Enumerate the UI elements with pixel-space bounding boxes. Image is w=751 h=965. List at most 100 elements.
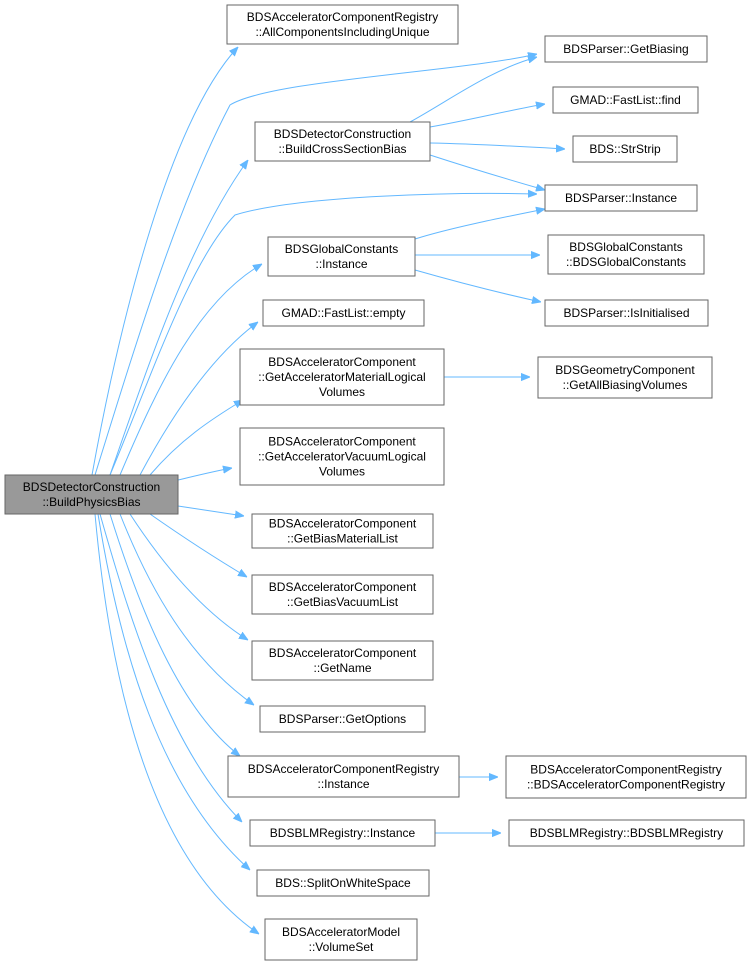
- node-n6[interactable]: BDSParser::Instance: [544, 184, 698, 212]
- node-label: ::BDSGlobalConstants: [566, 255, 686, 269]
- node-label: BDSBLMRegistry::Instance: [270, 826, 416, 840]
- node-root[interactable]: BDSDetectorConstruction::BuildPhysicsBia…: [4, 474, 179, 515]
- node-box: [259, 705, 426, 733]
- node-box: [251, 513, 434, 549]
- node-label: ::AllComponentsIncludingUnique: [255, 25, 429, 39]
- edge-root-to-n16: [129, 513, 248, 640]
- node-box: [256, 869, 430, 897]
- node-n4[interactable]: GMAD::FastList::find: [552, 86, 699, 114]
- edge-n3-to-n4: [429, 104, 545, 128]
- edge-n3-to-n2: [409, 57, 537, 123]
- nodes: BDSDetectorConstruction::BuildPhysicsBia…: [4, 4, 747, 961]
- node-n2[interactable]: BDSParser::GetBiasing: [544, 35, 708, 63]
- node-label: BDSParser::GetBiasing: [563, 42, 688, 56]
- node-label: BDSAcceleratorComponent: [269, 646, 417, 660]
- node-n19[interactable]: BDSAcceleratorComponentRegistry::BDSAcce…: [505, 755, 747, 799]
- node-label: BDSAcceleratorModel: [282, 925, 400, 939]
- node-label: Volumes: [319, 385, 365, 399]
- node-label: ::GetAllBiasingVolumes: [563, 378, 688, 392]
- node-box: [239, 348, 445, 406]
- node-box: [552, 86, 699, 114]
- edge-root-to-n18: [109, 513, 240, 756]
- node-n7[interactable]: BDSGlobalConstants::Instance: [267, 236, 416, 277]
- node-label: ::GetBiasVacuumList: [287, 595, 399, 609]
- node-n22[interactable]: BDS::SplitOnWhiteSpace: [256, 869, 430, 897]
- node-label: ::GetAcceleratorMaterialLogical: [258, 370, 425, 384]
- node-n10[interactable]: GMAD::FastList::empty: [262, 299, 425, 327]
- node-box: [262, 299, 425, 327]
- node-n14[interactable]: BDSAcceleratorComponent::GetBiasMaterial…: [251, 513, 434, 549]
- node-label: BDSParser::IsInitialised: [563, 306, 689, 320]
- node-n5[interactable]: BDS::StrStrip: [572, 135, 678, 163]
- node-label: ::GetName: [313, 661, 371, 675]
- node-label: ::VolumeSet: [309, 940, 374, 954]
- node-box: [251, 574, 434, 615]
- edge-n3-to-n6: [429, 154, 545, 190]
- node-n21[interactable]: BDSBLMRegistry::BDSBLMRegistry: [508, 819, 745, 847]
- edge-root-to-n3: [109, 160, 248, 476]
- node-label: BDSParser::Instance: [565, 191, 677, 205]
- node-box: [267, 236, 416, 277]
- edge-n3-to-n5: [429, 142, 565, 149]
- node-box: [227, 755, 460, 798]
- node-label: ::BuildPhysicsBias: [42, 495, 140, 509]
- node-label: BDSGlobalConstants: [285, 242, 398, 256]
- node-label: BDSBLMRegistry::BDSBLMRegistry: [530, 826, 723, 840]
- node-label: BDSAcceleratorComponent: [269, 580, 417, 594]
- node-n1[interactable]: BDSAcceleratorComponentRegistry::AllComp…: [226, 4, 459, 45]
- edge-root-to-n6: [109, 193, 537, 476]
- edge-root-to-n15: [149, 513, 247, 577]
- node-n18[interactable]: BDSAcceleratorComponentRegistry::Instanc…: [227, 755, 460, 798]
- edge-root-to-n2: [94, 54, 537, 476]
- node-label: ::BuildCrossSectionBias: [278, 142, 406, 156]
- node-label: BDSParser::GetOptions: [279, 712, 406, 726]
- edge-root-to-n13: [177, 468, 232, 481]
- node-box: [544, 35, 708, 63]
- node-n16[interactable]: BDSAcceleratorComponent::GetName: [251, 640, 434, 681]
- edge-root-to-n14: [177, 505, 244, 516]
- node-label: ::Instance: [317, 777, 369, 791]
- node-label: BDSGeometryComponent: [555, 363, 695, 377]
- node-box: [249, 819, 436, 847]
- node-box: [544, 299, 709, 327]
- edge-root-to-n17: [119, 513, 254, 705]
- edge-root-to-n10: [139, 322, 258, 476]
- node-n15[interactable]: BDSAcceleratorComponent::GetBiasVacuumLi…: [251, 574, 434, 615]
- edge-root-to-n20: [99, 513, 242, 822]
- node-label: ::BDSAcceleratorComponentRegistry: [527, 778, 725, 792]
- node-box: [226, 4, 459, 45]
- node-box: [239, 427, 445, 486]
- node-n9[interactable]: BDSParser::IsInitialised: [544, 299, 709, 327]
- edge-root-to-n22: [97, 513, 250, 870]
- node-box: [537, 356, 713, 399]
- node-n13[interactable]: BDSAcceleratorComponent::GetAcceleratorV…: [239, 427, 445, 486]
- node-box: [4, 474, 179, 515]
- node-n20[interactable]: BDSBLMRegistry::Instance: [249, 819, 436, 847]
- node-label: BDSDetectorConstruction: [274, 127, 411, 141]
- node-label: BDSAcceleratorComponentRegistry: [248, 762, 439, 776]
- node-label: Volumes: [319, 465, 365, 479]
- node-label: ::GetAcceleratorVacuumLogical: [258, 450, 426, 464]
- node-label: BDS::SplitOnWhiteSpace: [275, 876, 411, 890]
- edge-root-to-n1: [91, 47, 238, 476]
- edge-n7-to-n9: [414, 269, 541, 302]
- node-label: BDSAcceleratorComponent: [268, 355, 416, 369]
- node-box: [251, 640, 434, 681]
- node-label: BDSDetectorConstruction: [23, 480, 160, 494]
- node-n3[interactable]: BDSDetectorConstruction::BuildCrossSecti…: [254, 121, 431, 162]
- node-label: BDSAcceleratorComponentRegistry: [247, 10, 438, 24]
- node-n17[interactable]: BDSParser::GetOptions: [259, 705, 426, 733]
- node-box: [254, 121, 431, 162]
- node-n23[interactable]: BDSAcceleratorModel::VolumeSet: [264, 918, 418, 961]
- node-box: [544, 184, 698, 212]
- node-n12[interactable]: BDSGeometryComponent::GetAllBiasingVolum…: [537, 356, 713, 399]
- node-label: BDSAcceleratorComponent: [269, 517, 417, 531]
- node-label: ::Instance: [315, 257, 367, 271]
- node-label: BDS::StrStrip: [589, 142, 661, 156]
- node-box: [547, 234, 705, 275]
- node-n11[interactable]: BDSAcceleratorComponent::GetAcceleratorM…: [239, 348, 445, 406]
- node-label: GMAD::FastList::find: [570, 93, 681, 107]
- node-n8[interactable]: BDSGlobalConstants::BDSGlobalConstants: [547, 234, 705, 275]
- node-box: [264, 918, 418, 961]
